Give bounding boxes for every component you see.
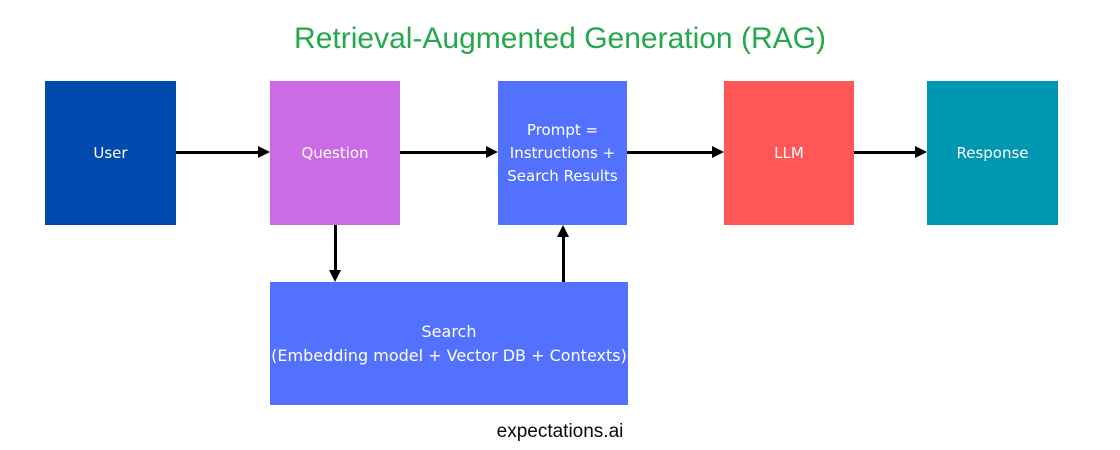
node-question-label: Question [301, 143, 369, 162]
footer-brand: expectations.ai [496, 421, 624, 442]
node-llm-label: LLM [774, 143, 804, 162]
arrow-llm-to-response [854, 146, 927, 158]
node-search: Search (Embedding model + Vector DB + Co… [270, 282, 628, 405]
arrow-question-to-search [329, 225, 341, 282]
node-response: Response [927, 81, 1058, 225]
node-prompt-line-2: Instructions + [509, 143, 616, 162]
node-prompt-line-1: Prompt = [526, 120, 599, 139]
diagram-title: Retrieval-Augmented Generation (RAG) [294, 22, 826, 55]
arrow-prompt-to-llm [627, 146, 724, 158]
node-user: User [45, 81, 176, 225]
node-llm: LLM [724, 81, 854, 225]
node-question: Question [270, 81, 400, 225]
node-prompt-line-3: Search Results [507, 166, 618, 185]
arrow-user-to-question [176, 146, 270, 158]
node-prompt: Prompt = Instructions + Search Results [498, 81, 627, 225]
node-user-label: User [93, 143, 128, 162]
arrow-search-to-prompt [557, 225, 569, 282]
node-search-sublabel: (Embedding model + Vector DB + Contexts) [271, 345, 627, 365]
node-search-label: Search [421, 321, 477, 341]
arrow-question-to-prompt [400, 146, 498, 158]
node-response-label: Response [956, 143, 1029, 162]
